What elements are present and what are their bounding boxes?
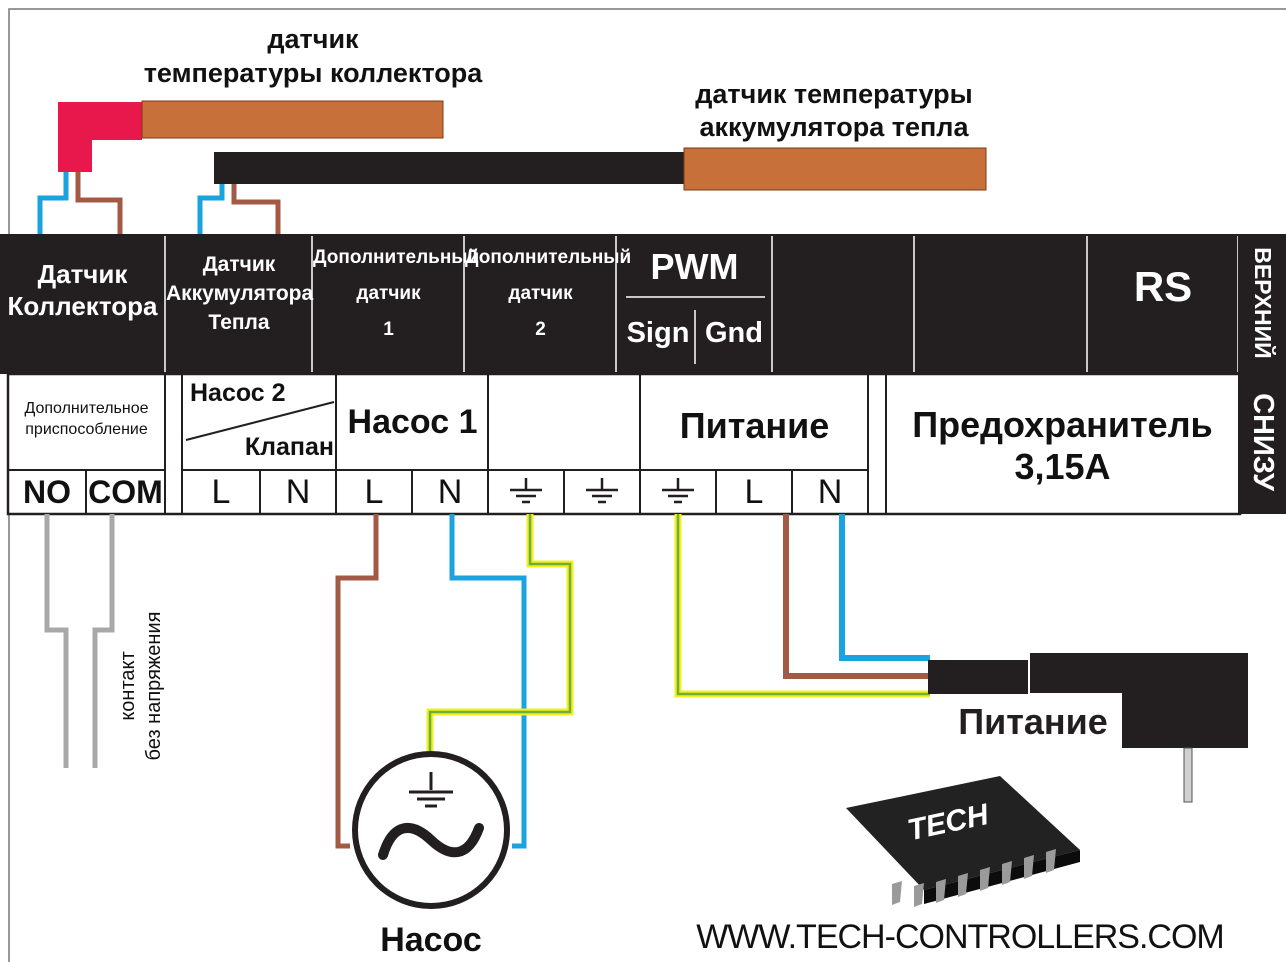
terminal-pwm: PWM <box>650 246 739 287</box>
bottom-terminal-panel <box>6 234 1286 516</box>
sensor-wires <box>37 172 281 234</box>
contact-wires <box>44 514 115 768</box>
earth-terminal-icons <box>510 478 694 504</box>
terminal-valve-l: L <box>211 473 231 511</box>
accumulator-sensor-label: датчик температуры аккумулятора тепла <box>695 79 973 142</box>
power-plug-label: Питание <box>958 701 1108 742</box>
accumulator-sensor <box>214 147 987 191</box>
terminal-pump-n: N <box>437 473 463 511</box>
terminal-collector-sensor: Датчик Коллектора <box>7 259 158 321</box>
collector-sensor <box>58 100 444 172</box>
earth-icon <box>510 478 542 504</box>
collector-sensor-label: датчик температуры коллектора <box>143 24 483 88</box>
terminal-extra-sensor-2: Дополнительный датчик 2 <box>465 247 632 340</box>
terminal-pump-l: L <box>364 473 384 511</box>
website-link[interactable]: WWW.TECH-CONTROLLERS.COM <box>696 918 1225 956</box>
pump-earth-icon <box>409 772 453 808</box>
terminal-extra-sensor-1: Дополнительный датчик 1 <box>313 247 480 340</box>
terminal-rs: RS <box>1133 263 1193 310</box>
voltage-free-contact-label: контакт без напряжения <box>117 611 165 761</box>
terminal-pump-1: Насос 1 <box>347 403 478 441</box>
terminal-no: NO <box>23 474 71 510</box>
terminal-power-n: N <box>817 473 843 511</box>
side-label-bottom: СНИЗУ <box>1247 393 1279 491</box>
terminal-com: COM <box>88 474 163 510</box>
terminal-pwm-gnd: Gnd <box>705 317 763 349</box>
pump-wires <box>335 514 574 849</box>
power-wires <box>674 514 930 698</box>
top-terminal-panel <box>0 234 1286 374</box>
terminal-accumulator-sensor: Датчик Аккумулятора Тепла <box>166 253 314 334</box>
terminal-pwm-sign: Sign <box>626 317 690 349</box>
terminal-valve-n: N <box>285 473 311 511</box>
earth-icon <box>662 478 694 504</box>
terminal-valve: Клапан <box>244 433 334 461</box>
earth-icon <box>586 478 618 504</box>
side-label-top: ВЕРХНИЙ <box>1250 247 1276 359</box>
terminal-power-l: L <box>744 473 764 511</box>
terminal-fuse: Предохранитель 3,15A <box>912 404 1213 487</box>
pump-symbol <box>352 751 510 909</box>
ac-tilde-icon <box>378 823 484 860</box>
pump-label: Насос <box>380 921 482 959</box>
terminal-pump-2: Насос 2 <box>190 379 286 407</box>
tech-chip-icon: TECH <box>846 776 1080 907</box>
power-plug <box>928 653 1248 803</box>
terminal-power: Питание <box>679 405 830 446</box>
terminal-aux-device: Дополнительное приспособление <box>24 400 149 438</box>
